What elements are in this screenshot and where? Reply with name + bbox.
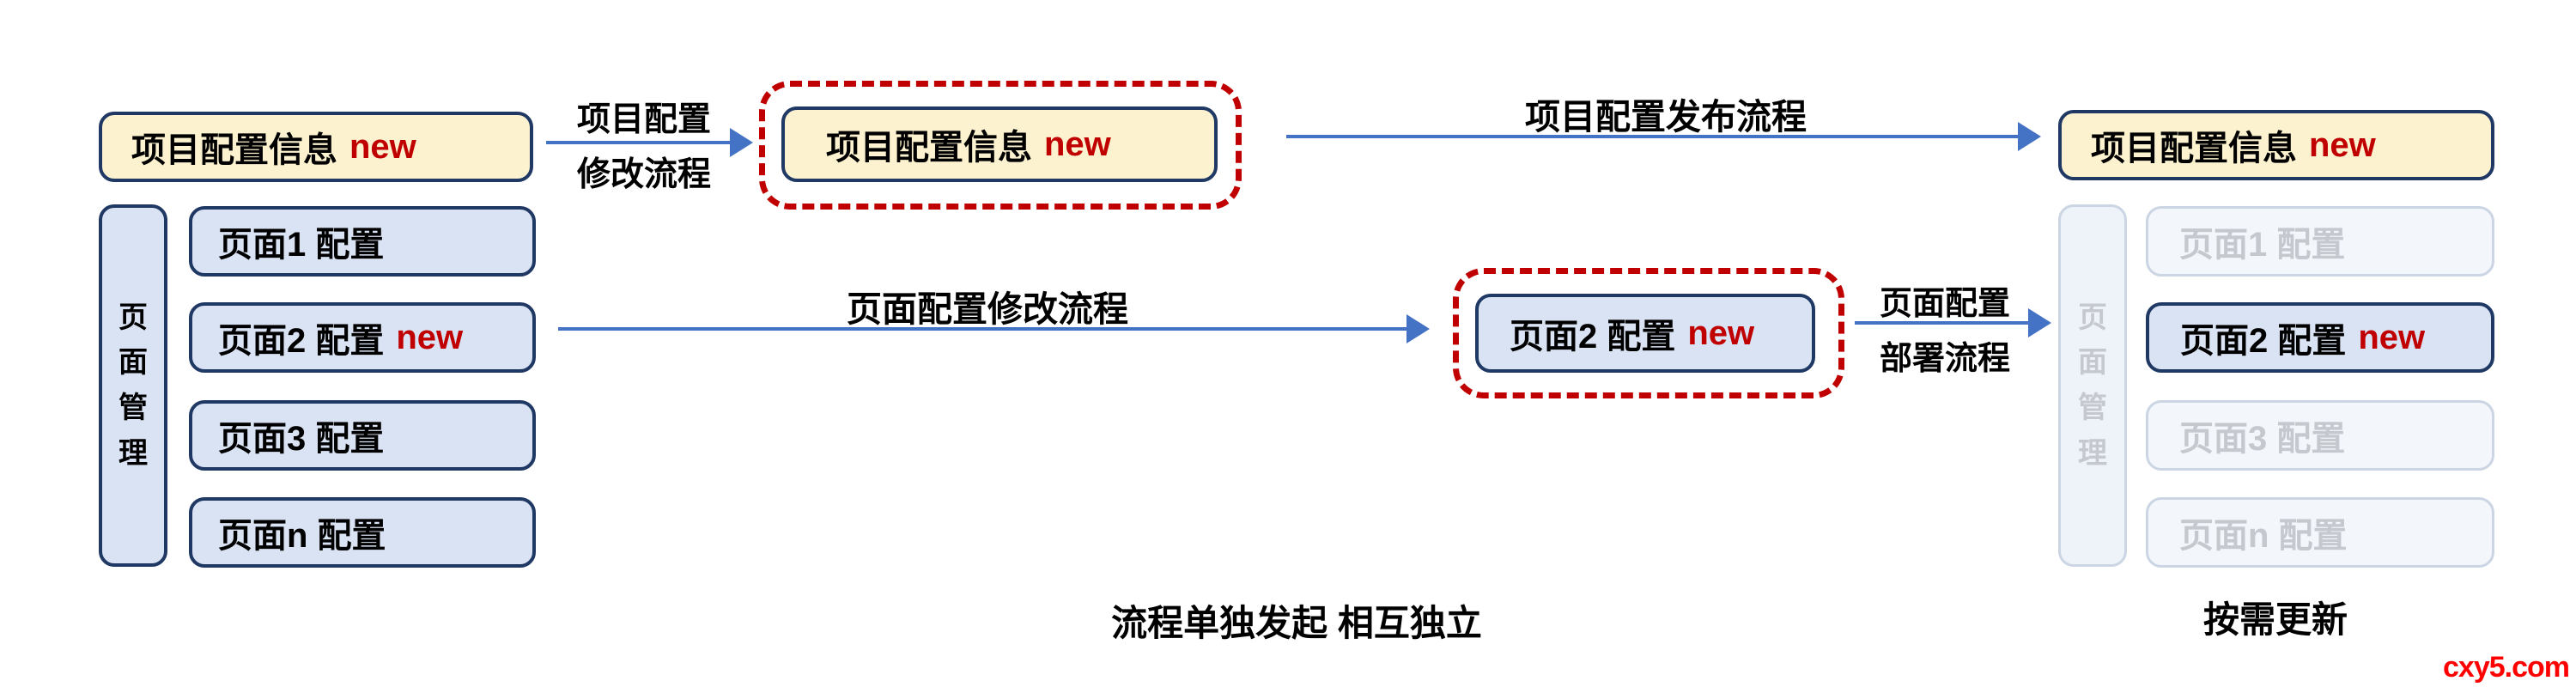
staging-page2-config-label: 页面2 配置 [1510, 318, 1676, 356]
published-project-config-box: 项目配置信息 new [2058, 110, 2494, 180]
deployed-pagen-config-box: 页面n 配置 [2146, 497, 2494, 568]
deployed-page1-label: 页面1 配置 [2179, 226, 2346, 264]
source-project-config-box: 项目配置信息 new [99, 112, 533, 182]
deployed-page-manager-label: 页面管理 [2078, 301, 2107, 470]
page-staging-dashed-frame [1453, 268, 1844, 398]
source-page1-label: 页面1 配置 [218, 226, 385, 264]
project-publish-arrowhead-icon [2018, 122, 2041, 151]
source-page2-label: 页面2 配置 [218, 322, 385, 360]
source-page-manager-bar: 页面管理 [99, 204, 167, 567]
project-modify-flow-label-line1: 项目配置 [576, 101, 711, 138]
project-publish-flow-label: 项目配置发布流程 [1525, 97, 1807, 137]
project-modify-flow-label-line2: 修改流程 [576, 156, 711, 193]
source-page2-config-box: 页面2 配置 new [189, 302, 536, 373]
project-modify-arrow-line [546, 141, 735, 144]
flows-independence-caption: 流程单独发起 相互独立 [1111, 603, 1482, 643]
deployed-page2-label: 页面2 配置 [2180, 322, 2347, 360]
page-deploy-arrowhead-icon [2028, 308, 2051, 337]
source-page3-label: 页面3 配置 [218, 420, 385, 458]
staging-page2-new-badge: new [1687, 313, 1755, 352]
page-deploy-arrow-line [1855, 321, 2033, 325]
staging-project-config-box: 项目配置信息 new [781, 106, 1218, 182]
source-pagen-config-box: 页面n 配置 [189, 497, 536, 568]
deployed-page2-new-badge: new [2358, 318, 2426, 356]
page-deploy-flow-label-line1: 页面配置 [1879, 286, 2010, 322]
published-project-new-badge: new [2309, 125, 2376, 164]
deployed-page1-config-box: 页面1 配置 [2146, 206, 2494, 277]
page-deploy-flow-label-line2: 部署流程 [1879, 341, 2010, 377]
source-page1-config-box: 页面1 配置 [189, 206, 536, 277]
source-pagen-label: 页面n 配置 [218, 517, 386, 555]
deployed-page-manager-bar: 页面管理 [2058, 204, 2127, 567]
source-page3-config-box: 页面3 配置 [189, 400, 536, 471]
staging-project-config-label: 项目配置信息 [826, 129, 1032, 167]
project-modify-arrowhead-icon [730, 128, 753, 157]
deployed-page3-config-box: 页面3 配置 [2146, 400, 2494, 471]
project-staging-dashed-frame [759, 81, 1242, 210]
deployed-pagen-label: 页面n 配置 [2179, 517, 2348, 555]
deployed-page2-config-box: 页面2 配置 new [2146, 302, 2494, 373]
project-publish-arrow-line [1286, 135, 2021, 138]
source-project-new-badge: new [349, 127, 416, 166]
staging-project-new-badge: new [1044, 125, 1111, 163]
page-modify-flow-label: 页面配置修改流程 [847, 289, 1128, 329]
deployed-page3-label: 页面3 配置 [2179, 420, 2346, 458]
staging-page2-config-box: 页面2 配置 new [1475, 294, 1815, 373]
source-project-config-label: 项目配置信息 [131, 131, 337, 169]
source-page-manager-label: 页面管理 [118, 301, 148, 470]
page-modify-arrow-line [558, 327, 1410, 331]
on-demand-update-caption: 按需更新 [2202, 599, 2348, 640]
source-page2-new-badge: new [396, 318, 464, 356]
page-modify-arrowhead-icon [1406, 314, 1430, 344]
site-watermark: cxy5.com [2443, 651, 2570, 684]
published-project-config-label: 项目配置信息 [2091, 130, 2297, 167]
